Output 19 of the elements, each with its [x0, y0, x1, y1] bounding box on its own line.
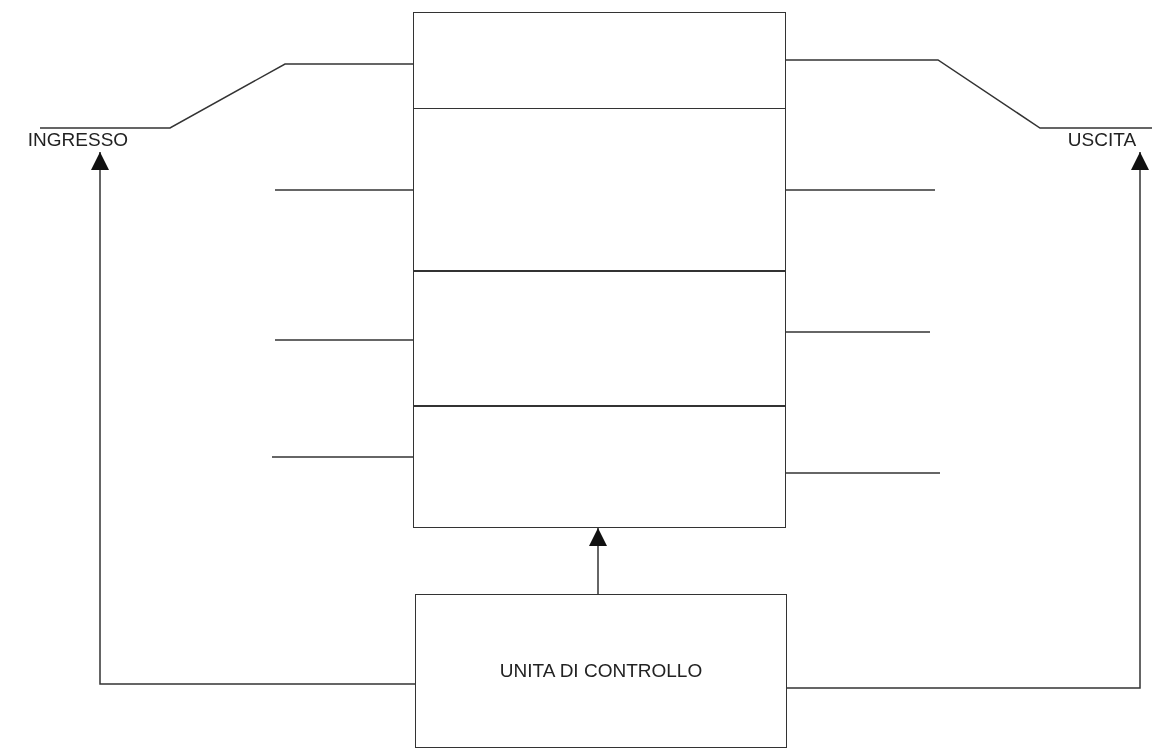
stage-box [413, 271, 786, 406]
arrow [91, 151, 416, 685]
control-unit-box [415, 594, 787, 748]
connector-line [785, 189, 936, 191]
arrow [589, 527, 607, 595]
connector-line [271, 456, 414, 458]
stage-box [413, 406, 786, 528]
connector-line [39, 63, 414, 129]
connector-line [785, 331, 931, 333]
connector-line [785, 472, 941, 474]
connector-line [785, 59, 1153, 129]
io-label: INGRESSO [27, 129, 129, 151]
arrow [786, 151, 1149, 689]
connector-line [274, 339, 414, 341]
stage-box [413, 108, 786, 271]
box-label: UNITA DI CONTROLLO [499, 660, 703, 682]
connector-line [274, 189, 414, 191]
io-label: USCITA [1067, 129, 1137, 151]
stage-box [413, 12, 786, 109]
